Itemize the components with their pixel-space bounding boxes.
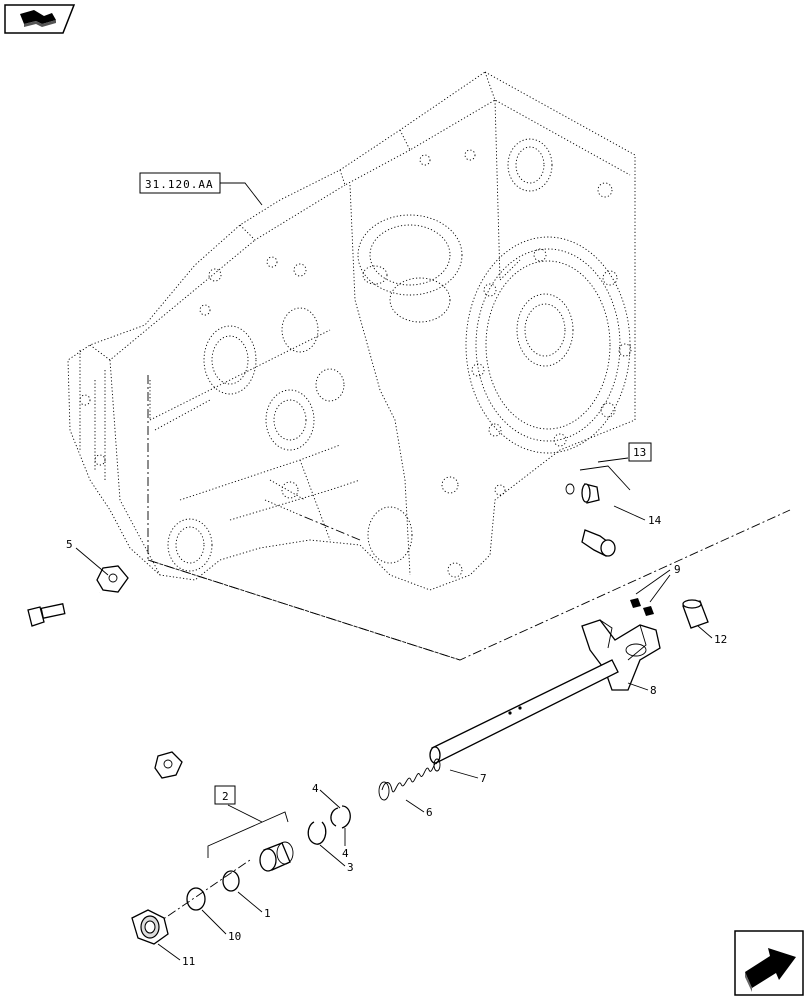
callout-13-box xyxy=(628,442,652,462)
shift-rail-7 xyxy=(429,659,619,764)
transmission-housing xyxy=(67,71,636,591)
leader-lines xyxy=(75,505,713,961)
callout-7: 7 xyxy=(480,772,487,785)
callout-11: 11 xyxy=(182,955,195,968)
nuts-9 xyxy=(630,569,671,616)
callout-4-lower: 4 xyxy=(342,847,349,860)
callout-12: 12 xyxy=(714,633,727,646)
next-page-arrow-icon xyxy=(745,948,796,992)
plug-13 xyxy=(565,457,631,504)
o-rings xyxy=(186,870,240,911)
callout-9: 9 xyxy=(674,563,681,576)
callout-10: 10 xyxy=(228,930,241,943)
callout-14: 14 xyxy=(648,514,662,527)
oil-line-assembly xyxy=(27,565,183,782)
back-nav-button[interactable] xyxy=(4,4,76,34)
callout-1: 1 xyxy=(264,907,271,920)
callout-13: 13 xyxy=(633,446,646,459)
callout-6: 6 xyxy=(426,806,433,819)
callout-2: 2 xyxy=(222,790,229,803)
kit-2-bracket xyxy=(207,785,289,858)
assembly-centerline xyxy=(139,375,791,936)
callout-5: 5 xyxy=(66,538,73,551)
callout-3: 3 xyxy=(347,861,354,874)
callout-8: 8 xyxy=(650,684,657,697)
callout-4-upper: 4 xyxy=(312,782,319,795)
reference-text: 31.120.AA xyxy=(145,178,214,191)
spring-6 xyxy=(378,758,441,801)
next-page-button[interactable] xyxy=(734,930,804,996)
plug-11 xyxy=(131,909,169,945)
reference-label: 31.120.AA xyxy=(139,172,263,206)
bushing-12 xyxy=(682,599,709,629)
sleeve-1 xyxy=(259,841,294,872)
snap-rings-4 xyxy=(307,805,351,845)
banjo-bolt xyxy=(27,603,66,627)
return-to-index-icon xyxy=(20,10,56,27)
pin-14 xyxy=(581,529,616,557)
